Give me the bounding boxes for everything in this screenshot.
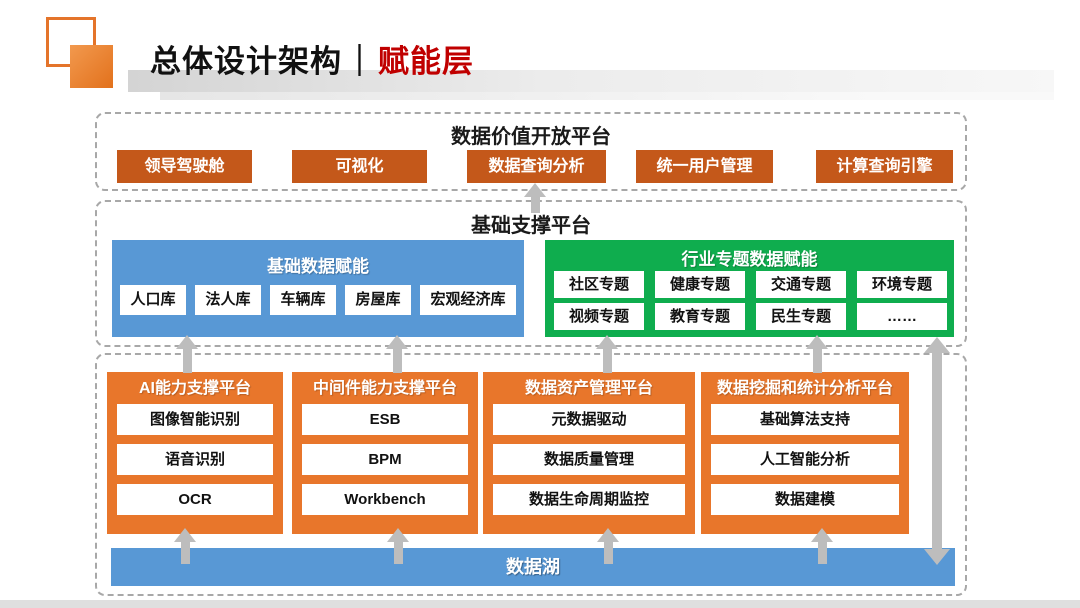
ai-platform: AI能力支撑平台 图像智能识别 语音识别 OCR [107, 372, 283, 534]
open-platform-section: 数据价值开放平台 领导驾驶舱 可视化 数据查询分析 统一用户管理 计算查询引擎 [95, 112, 967, 191]
data-lake-bar: 数据湖 [111, 548, 955, 586]
double-arrow-icon [924, 337, 950, 565]
data-asset-platform: 数据资产管理平台 元数据驱动 数据质量管理 数据生命周期监控 [483, 372, 695, 534]
up-arrow-icon [806, 335, 828, 373]
data-mining-platform-item: 数据建模 [711, 484, 899, 515]
middleware-platform: 中间件能力支撑平台 ESB BPM Workbench [292, 372, 478, 534]
page-title-main: 总体设计架构 [150, 44, 342, 79]
data-mining-platform-item: 基础算法支持 [711, 404, 899, 435]
open-platform-title: 数据价值开放平台 [451, 126, 611, 148]
up-arrow-icon [176, 335, 198, 373]
basic-data-item: 法人库 [195, 285, 261, 315]
up-arrow-icon [174, 528, 196, 564]
industry-topic-item: …… [857, 303, 947, 330]
industry-data-panel: 行业专题数据赋能 社区专题 健康专题 交通专题 环境专题 视频专题 教育专题 民… [545, 240, 954, 337]
support-platform-section: 基础支撑平台 基础数据赋能 人口库 法人库 车辆库 房屋库 宏观经济库 行业专题… [95, 200, 967, 347]
title-underline-band [128, 70, 1054, 92]
up-arrow-icon [597, 528, 619, 564]
open-platform-item: 领导驾驶舱 [117, 150, 252, 183]
up-arrow-icon [596, 335, 618, 373]
data-mining-platform-item: 人工智能分析 [711, 444, 899, 475]
data-mining-platform-title: 数据挖掘和统计分析平台 [716, 380, 893, 397]
data-mining-platform: 数据挖掘和统计分析平台 基础算法支持 人工智能分析 数据建模 [701, 372, 909, 534]
slide-bottom-edge [0, 600, 1080, 608]
page-title-separator: ｜ [344, 44, 376, 79]
data-asset-platform-item: 数据质量管理 [493, 444, 685, 475]
basic-data-item: 房屋库 [345, 285, 411, 315]
data-asset-platform-title: 数据资产管理平台 [524, 380, 653, 397]
basic-data-item: 车辆库 [270, 285, 336, 315]
middleware-platform-item: ESB [302, 404, 468, 435]
middleware-platform-item: BPM [302, 444, 468, 475]
open-platform-item: 可视化 [292, 150, 427, 183]
basic-data-item: 人口库 [120, 285, 186, 315]
basic-data-item: 宏观经济库 [420, 285, 516, 315]
industry-topic-item: 视频专题 [554, 303, 644, 330]
up-arrow-icon [524, 183, 546, 213]
ai-platform-item: 语音识别 [117, 444, 273, 475]
data-asset-platform-item: 元数据驱动 [493, 404, 685, 435]
ai-platform-title: AI能力支撑平台 [138, 380, 251, 397]
ai-platform-item: 图像智能识别 [117, 404, 273, 435]
industry-topic-item: 健康专题 [655, 271, 745, 298]
open-platform-item: 数据查询分析 [467, 150, 606, 183]
up-arrow-icon [386, 335, 408, 373]
industry-topic-item: 环境专题 [857, 271, 947, 298]
industry-data-title: 行业专题数据赋能 [681, 250, 818, 269]
industry-topic-item: 社区专题 [554, 271, 644, 298]
middleware-platform-title: 中间件能力支撑平台 [312, 380, 457, 397]
open-platform-item: 统一用户管理 [636, 150, 773, 183]
page-title: 总体设计架构｜赋能层 [150, 36, 474, 81]
basic-data-panel: 基础数据赋能 人口库 法人库 车辆库 房屋库 宏观经济库 [112, 240, 524, 337]
capability-section: AI能力支撑平台 图像智能识别 语音识别 OCR 中间件能力支撑平台 ESB B… [95, 353, 967, 596]
up-arrow-icon [387, 528, 409, 564]
basic-data-title: 基础数据赋能 [267, 257, 369, 276]
ai-platform-item: OCR [117, 484, 273, 515]
up-arrow-icon [811, 528, 833, 564]
open-platform-item: 计算查询引擎 [816, 150, 953, 183]
middleware-platform-item: Workbench [302, 484, 468, 515]
data-asset-platform-item: 数据生命周期监控 [493, 484, 685, 515]
industry-topic-item: 教育专题 [655, 303, 745, 330]
page-title-highlight: 赋能层 [378, 44, 474, 79]
industry-topic-item: 交通专题 [756, 271, 846, 298]
title-underline-band-shadow [160, 92, 1054, 100]
logo-filled-square-icon [70, 45, 113, 88]
support-platform-title: 基础支撑平台 [471, 215, 591, 237]
industry-topic-item: 民生专题 [756, 303, 846, 330]
